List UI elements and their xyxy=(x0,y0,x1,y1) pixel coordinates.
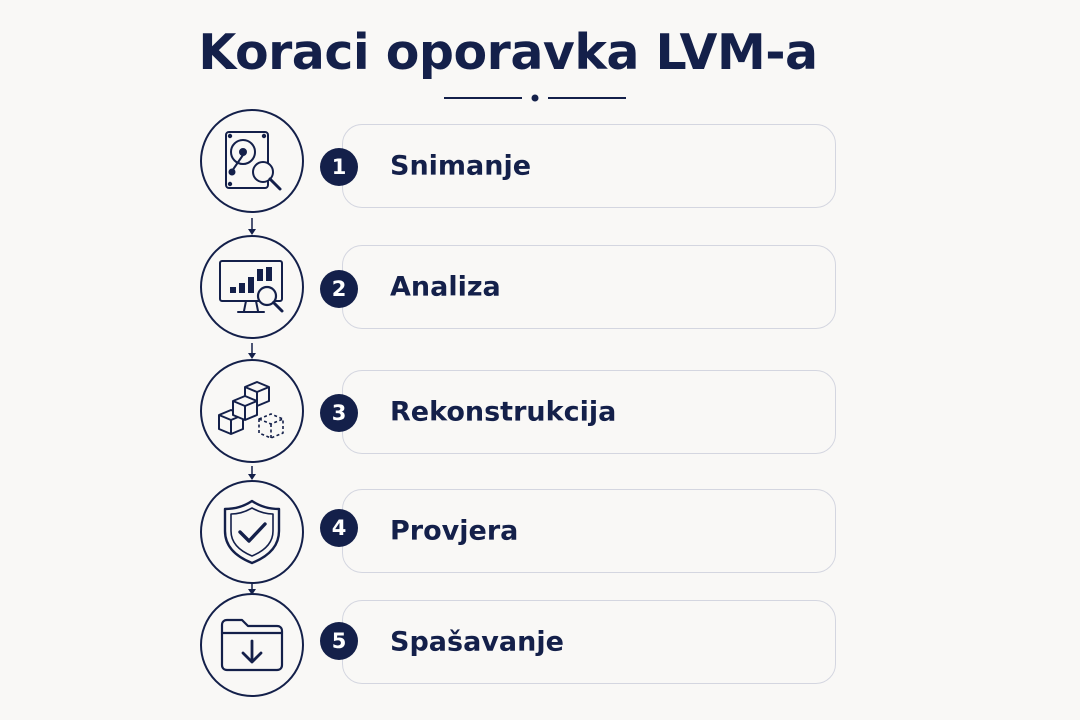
step-2-icon-circle xyxy=(200,235,304,339)
step-3-icon-circle xyxy=(200,359,304,463)
step-3: 3 Rekonstrukcija xyxy=(0,359,1080,465)
step-1-label-box: Snimanje xyxy=(342,124,836,208)
step-4-number-badge: 4 xyxy=(320,509,358,547)
folder-download-icon xyxy=(220,618,284,672)
step-4: 4 Provjera xyxy=(0,480,1080,585)
step-1-icon-circle xyxy=(200,109,304,213)
step-4-icon-circle xyxy=(200,480,304,584)
step-5-label: Spašavanje xyxy=(390,626,564,658)
blocks-rebuild-icon xyxy=(218,381,284,439)
shield-check-icon xyxy=(223,499,281,565)
monitor-chart-search-icon xyxy=(219,260,284,313)
step-5-label-box: Spašavanje xyxy=(342,600,836,684)
step-2-label: Analiza xyxy=(390,271,501,303)
step-1-number-badge: 1 xyxy=(320,148,358,186)
step-1: 1 Snimanje xyxy=(0,109,1080,215)
step-2-label-box: Analiza xyxy=(342,245,836,329)
step-5-number-badge: 5 xyxy=(320,622,358,660)
step-5: 5 Spašavanje xyxy=(0,593,1080,697)
step-2-number-badge: 2 xyxy=(320,270,358,308)
step-5-icon-circle xyxy=(200,593,304,697)
step-2: 2 Analiza xyxy=(0,235,1080,340)
title-divider xyxy=(444,94,626,102)
step-3-number-badge: 3 xyxy=(320,394,358,432)
step-3-label: Rekonstrukcija xyxy=(390,396,617,428)
step-3-label-box: Rekonstrukcija xyxy=(342,370,836,454)
disk-scan-icon xyxy=(225,131,282,191)
page-title: Koraci oporavka LVM-a xyxy=(198,24,818,81)
step-4-label: Provjera xyxy=(390,515,519,547)
step-4-label-box: Provjera xyxy=(342,489,836,573)
step-1-label: Snimanje xyxy=(390,150,532,182)
